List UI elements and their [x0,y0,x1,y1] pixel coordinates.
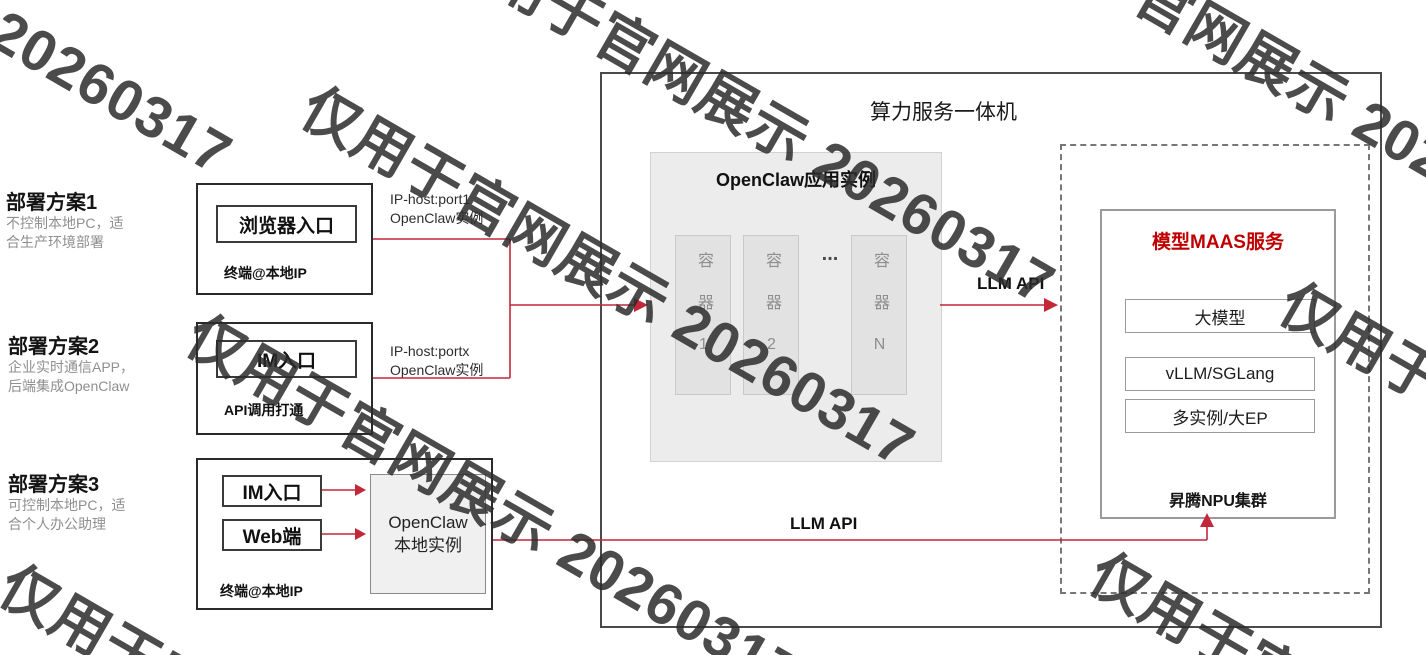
maas-item-vllm-sglang: vLLM/SGLang [1125,357,1315,391]
plan1-title: 部署方案1 [6,192,98,214]
compute-appliance-title: 算力服务一体机 [870,101,1017,124]
plan2-desc-line2: 后端集成OpenClaw [8,378,130,394]
plan1-desc-line2: 合生产环境部署 [6,234,104,250]
container-1-box: 容器1 [675,235,731,395]
plan3-terminal-note: 终端@本地IP [220,583,303,599]
plan1-box: 浏览器入口 终端@本地IP [196,183,373,295]
plan3-im-entry-box: IM入口 [222,475,322,507]
plan1-browser-entry-box: 浏览器入口 [216,205,357,243]
plan3-desc-line1: 可控制本地PC，适 [8,497,126,513]
plan2-conn-line2: OpenClaw实例 [390,362,484,378]
plan2-description: 企业实时通信APP， 后端集成OpenClaw [8,358,134,396]
plan3-description: 可控制本地PC，适 合个人办公助理 [8,496,125,534]
plan3-web-entry-box: Web端 [222,519,322,551]
plan3-local-line2: 本地实例 [394,536,462,555]
watermark-text: 仅用于官网展示 20260317 [0,0,250,191]
container-n-label: 容器N [871,251,888,379]
plan1-conn-line2: OpenClaw实例 [390,210,484,226]
maas-service-box: 模型MAAS服务 大模型 vLLM/SGLang 多实例/大EP 昇腾NPU集群 [1100,209,1336,519]
plan3-box: IM入口 Web端 OpenClaw 本地实例 终端@本地IP [196,458,493,610]
openclaw-app-instances-box: OpenClaw应用实例 容器1 容器2 ... 容器N [650,152,942,462]
container-2-box: 容器2 [743,235,799,395]
compute-appliance-box: 算力服务一体机 OpenClaw应用实例 容器1 容器2 ... 容器N LLM… [600,72,1382,628]
plan2-conn-line1: IP-host:portx [390,343,470,359]
plan1-description: 不控制本地PC，适 合生产环境部署 [6,214,123,252]
plan3-desc-line2: 合个人办公助理 [8,516,106,532]
plan2-im-entry-box: IM入口 [216,340,357,378]
llm-api-label-top: LLM API [977,274,1045,293]
maas-item-large-model: 大模型 [1125,299,1315,333]
plan1-conn-line1: IP-host:port1 [390,191,471,207]
plan1-desc-line1: 不控制本地PC，适 [6,215,124,231]
maas-item-multi-instance: 多实例/大EP [1125,399,1315,433]
plan3-openclaw-local-instance-box: OpenClaw 本地实例 [370,474,486,594]
llm-api-label-bottom: LLM API [790,514,858,533]
plan2-box: IM入口 API调用打通 [196,322,373,435]
container-n-box: 容器N [851,235,907,395]
container-2-label: 容器2 [763,251,780,379]
containers-ellipsis: ... [821,243,839,265]
maas-npu-cluster-label: 昇腾NPU集群 [1169,493,1267,510]
plan2-api-note: API调用打通 [224,402,304,418]
plan1-terminal-note: 终端@本地IP [224,265,307,281]
maas-service-title: 模型MAAS服务 [1152,232,1284,253]
plan3-local-line1: OpenClaw [388,513,468,532]
plan2-desc-line1: 企业实时通信APP， [8,359,135,375]
plan2-connection-label: IP-host:portx OpenClaw实例 [390,342,483,380]
plan1-connection-label: IP-host:port1 OpenClaw实例 [390,190,483,228]
openclaw-app-instances-title: OpenClaw应用实例 [715,170,876,190]
container-1-label: 容器1 [695,251,712,379]
plan3-title: 部署方案3 [8,474,100,496]
plan2-title: 部署方案2 [8,336,100,358]
maas-dashed-region: 模型MAAS服务 大模型 vLLM/SGLang 多实例/大EP 昇腾NPU集群 [1060,144,1370,594]
